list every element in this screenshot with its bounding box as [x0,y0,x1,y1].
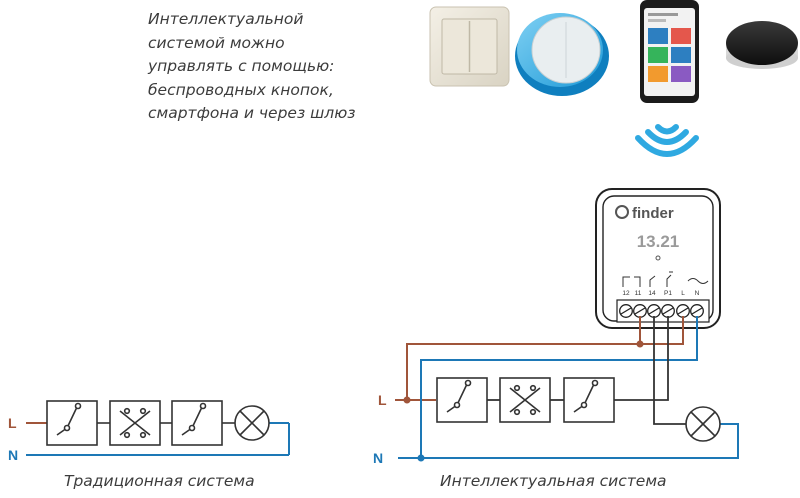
intro-line: управлять с помощью: [148,57,335,75]
intermediate-switch-icon [109,400,161,446]
caption-smart: Интеллектуальная система [440,472,667,490]
intro-line: смартфона и через шлюз [148,104,356,122]
lamp-icon [234,405,270,441]
intro-line: беспроводных кнопок, [148,80,334,99]
two-way-switch-icon [436,377,488,423]
line-label: L [378,392,387,408]
terminal-label: P1 [664,290,672,297]
intermediate-switch-icon [499,377,551,423]
wifi-signal-icon [635,124,699,157]
terminal-label: 11 [635,290,642,297]
neutral-label: N [8,447,18,463]
lamp-icon [685,406,721,442]
neutral-label: N [373,450,383,466]
intro-text: Интеллектуальной системой можно управлят… [148,8,408,126]
wireless-button-icon [515,13,609,96]
smart-circuit: L N [373,316,739,466]
gateway-hub-icon [726,21,798,69]
terminal-label: L [681,290,685,297]
terminal-label: 12 [622,290,630,297]
smartphone-app-icon [640,0,699,103]
device-brand: finder [632,205,674,222]
line-label: L [8,415,17,431]
terminal-screws [619,304,704,318]
caption-traditional: Традиционная система [64,472,255,490]
device-model: 13.21 [637,232,680,251]
terminal-label: N [695,290,700,297]
finder-relay-device: finder 13.21 12 11 14 P1 L N [595,188,721,329]
intro-line: системой можно [148,33,285,52]
two-way-switch-icon [563,377,615,423]
terminal-label: 14 [648,290,656,297]
wall-switch-icon [429,6,510,87]
two-way-switch-icon [46,400,98,446]
two-way-switch-icon [171,400,223,446]
intro-line: Интеллектуальной [148,10,304,28]
traditional-circuit: L N [8,400,290,463]
